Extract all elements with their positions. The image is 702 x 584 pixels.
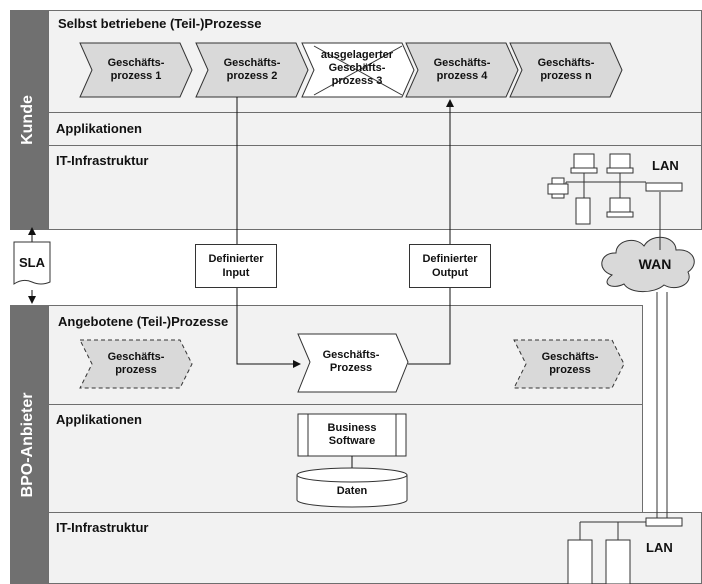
workstation-icon bbox=[570, 153, 598, 174]
provider-infrastructure-title: IT-Infrastruktur bbox=[56, 520, 149, 535]
process-2-label: Geschäfts- prozess 2 bbox=[223, 57, 281, 82]
workstation-icon bbox=[606, 197, 634, 218]
defined-output-box: Definierter Output bbox=[409, 244, 491, 288]
wan-label: WAN bbox=[638, 256, 672, 272]
chevron-provider-left bbox=[79, 339, 193, 389]
sla-document bbox=[13, 241, 51, 285]
workstation-icon bbox=[606, 153, 634, 174]
customer-applications-title: Applikationen bbox=[56, 121, 142, 136]
chevron-process-1 bbox=[79, 42, 193, 98]
provider-lan-label: LAN bbox=[646, 540, 673, 555]
customer-processes-title: Selbst betriebene (Teil-)Prozesse bbox=[58, 16, 262, 31]
process-3-cross-b bbox=[313, 45, 403, 96]
chevron-process-2 bbox=[195, 42, 309, 98]
chevron-process-4 bbox=[405, 42, 519, 98]
business-software-box bbox=[297, 413, 407, 457]
process-1-label: Geschäfts- prozess 1 bbox=[107, 57, 165, 82]
provider-processes-title: Angebotene (Teil-)Prozesse bbox=[58, 314, 229, 329]
process-3-label: ausgelagerter Geschäfts- prozess 3 bbox=[320, 49, 394, 87]
database-cylinder bbox=[296, 475, 408, 508]
input-connector-lower bbox=[236, 286, 301, 368]
hub-icon bbox=[645, 182, 683, 192]
server-icon bbox=[575, 197, 591, 225]
process-n-label: Geschäfts- prozess n bbox=[537, 57, 595, 82]
output-connector-lower bbox=[408, 286, 451, 365]
business-software-label: Business Software bbox=[327, 422, 377, 447]
sla-label: SLA bbox=[19, 255, 45, 270]
provider-sidebar bbox=[10, 305, 48, 584]
provider-infrastructure-band bbox=[48, 512, 702, 584]
provider-hub-icon bbox=[645, 517, 683, 527]
process-4-label: Geschäfts- prozess 4 bbox=[433, 57, 491, 82]
wan-cloud bbox=[601, 236, 695, 293]
customer-sidebar bbox=[10, 10, 48, 230]
defined-input-box: Definierter Input bbox=[195, 244, 277, 288]
server-icon bbox=[567, 539, 593, 584]
customer-lan-label: LAN bbox=[652, 158, 679, 173]
provider-process-left-label: Geschäfts- prozess bbox=[107, 351, 165, 376]
provider-applications-title: Applikationen bbox=[56, 412, 142, 427]
provider-process-center-label: Geschäfts- Prozess bbox=[322, 349, 380, 374]
database-label: Daten bbox=[336, 485, 368, 497]
chevron-process-n bbox=[509, 42, 623, 98]
customer-infrastructure-title: IT-Infrastruktur bbox=[56, 153, 149, 168]
chevron-provider-center bbox=[297, 333, 409, 393]
server-icon bbox=[605, 539, 631, 584]
printer-icon bbox=[547, 177, 569, 199]
provider-process-right-label: Geschäfts- prozess bbox=[541, 351, 599, 376]
chevron-provider-right bbox=[513, 339, 625, 389]
customer-applications-band bbox=[48, 112, 702, 146]
